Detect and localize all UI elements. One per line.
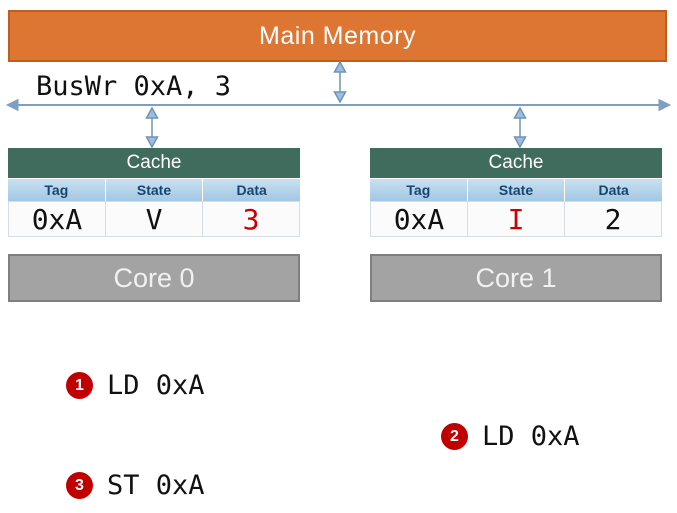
bus-write-label: BusWr 0xA, 3 xyxy=(36,71,232,102)
bus-cache0-arrow xyxy=(145,106,159,149)
bus-left-arrowhead xyxy=(5,98,19,112)
memory-bus-arrow xyxy=(333,60,347,104)
step-1-operation: LD 0xA xyxy=(107,370,205,401)
cache0-state-value: V xyxy=(105,201,202,237)
cache1-col-state: State xyxy=(467,178,566,201)
cache0-header-row: Tag State Data xyxy=(8,178,301,201)
cache0-data-value: 3 xyxy=(202,201,300,237)
step-3-operation: ST 0xA xyxy=(107,470,205,501)
main-memory-label: Main Memory xyxy=(259,21,416,50)
step-3: 3 ST 0xA xyxy=(66,470,205,501)
step-2: 2 LD 0xA xyxy=(441,421,580,452)
step-1-badge: 1 xyxy=(66,372,93,399)
cache0-title: Cache xyxy=(8,148,300,178)
bus-right-arrowhead xyxy=(658,98,672,112)
cache0-col-state: State xyxy=(105,178,204,201)
cache0-tag-value: 0xA xyxy=(8,201,105,237)
step-1: 1 LD 0xA xyxy=(66,370,205,401)
core1-block: Core 1 xyxy=(370,254,662,302)
cache0-block: Cache Tag State Data 0xA V 3 xyxy=(8,148,301,237)
cache1-data-row: 0xA I 2 xyxy=(370,201,662,237)
core1-label: Core 1 xyxy=(475,262,557,293)
step-2-badge: 2 xyxy=(441,423,468,450)
cache0-col-tag: Tag xyxy=(8,178,106,201)
cache1-col-tag: Tag xyxy=(370,178,468,201)
cache1-col-data: Data xyxy=(565,178,663,201)
step-2-operation: LD 0xA xyxy=(482,421,580,452)
bus-cache1-arrow xyxy=(513,106,527,149)
cache1-title: Cache xyxy=(370,148,662,178)
main-memory-block: Main Memory xyxy=(8,10,667,62)
cache1-header-row: Tag State Data xyxy=(370,178,663,201)
core0-block: Core 0 xyxy=(8,254,300,302)
cache1-block: Cache Tag State Data 0xA I 2 xyxy=(370,148,663,237)
core0-label: Core 0 xyxy=(113,262,195,293)
cache0-data-row: 0xA V 3 xyxy=(8,201,300,237)
step-3-badge: 3 xyxy=(66,472,93,499)
cache1-tag-value: 0xA xyxy=(370,201,467,237)
cache1-state-value: I xyxy=(467,201,564,237)
cache0-col-data: Data xyxy=(203,178,301,201)
cache1-data-value: 2 xyxy=(564,201,662,237)
